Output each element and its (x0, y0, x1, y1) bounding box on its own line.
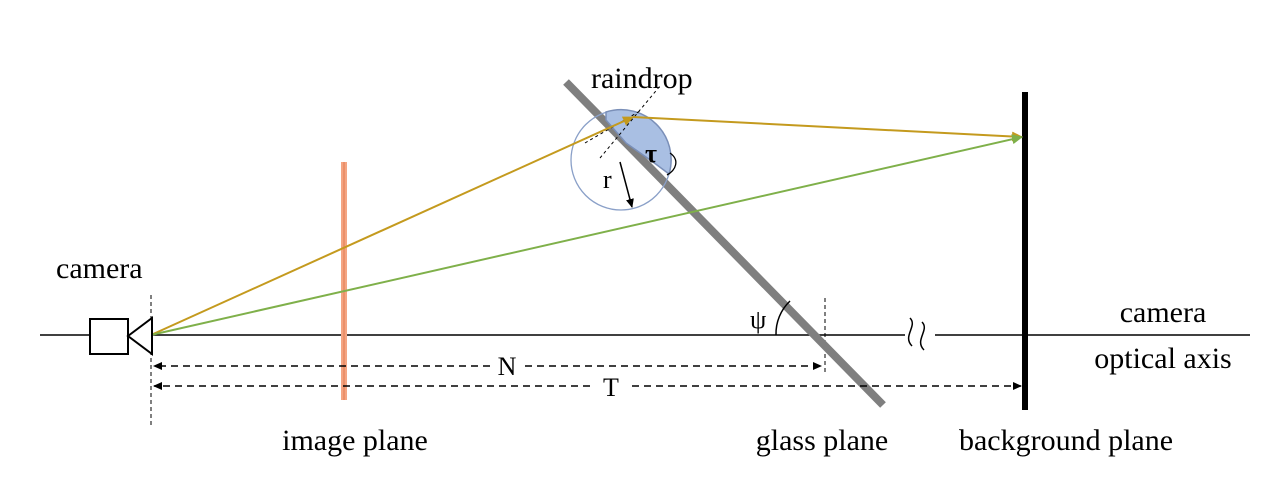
optical-axis-label-line2: optical axis (1094, 342, 1231, 375)
n-label: N (498, 352, 517, 381)
refracted-ray-to-background (632, 116, 1023, 142)
camera-icon (89, 316, 153, 356)
tau-angle-arc (666, 152, 677, 176)
radius-label: r (603, 165, 612, 194)
tau-label: τ (645, 139, 657, 168)
camera-label: camera (56, 252, 143, 285)
raindrop-label: raindrop (591, 62, 693, 95)
glass-plane (563, 79, 886, 408)
background-plane-label: background plane (959, 424, 1173, 457)
refracted-ray-to-drop (150, 116, 634, 336)
psi-label: ψ (750, 305, 766, 334)
glass-plane-label: glass plane (756, 424, 888, 457)
optical-axis-label-line1: camera (1120, 296, 1207, 329)
raindrop-normal-dashed (599, 85, 661, 159)
axis-break-symbol (907, 317, 926, 351)
image-plane-label: image plane (282, 424, 428, 457)
psi-angle-arc (775, 300, 791, 336)
radius-arrow (619, 161, 634, 208)
direct-ray (150, 134, 1023, 336)
t-label: T (603, 373, 619, 402)
